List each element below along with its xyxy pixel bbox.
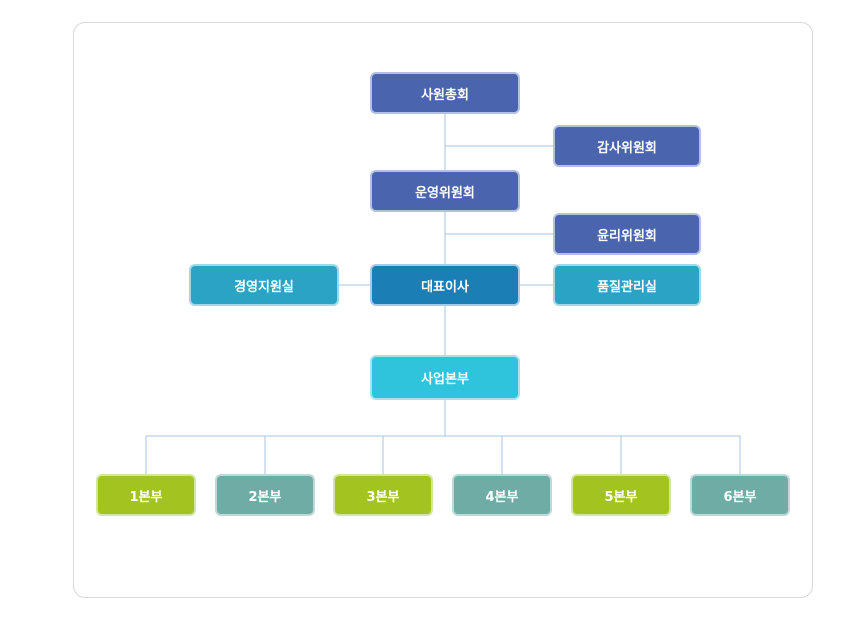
- division-node: 5본부: [571, 474, 671, 516]
- business-division-node: 사업본부: [370, 355, 520, 400]
- division-node: 6본부: [690, 474, 790, 516]
- division-node: 1본부: [96, 474, 196, 516]
- general-assembly-node: 사원총회: [370, 72, 520, 114]
- ceo-node: 대표이사: [370, 264, 520, 306]
- operating-committee-node: 운영위원회: [370, 170, 520, 212]
- division-node: 4본부: [452, 474, 552, 516]
- division-node: 3본부: [333, 474, 433, 516]
- management-support-node: 경영지원실: [189, 264, 339, 306]
- quality-management-node: 품질관리실: [553, 264, 701, 306]
- division-node: 2본부: [215, 474, 315, 516]
- audit-committee-node: 감사위원회: [553, 125, 701, 167]
- chart-frame: [73, 22, 813, 598]
- ethics-committee-node: 윤리위원회: [553, 213, 701, 255]
